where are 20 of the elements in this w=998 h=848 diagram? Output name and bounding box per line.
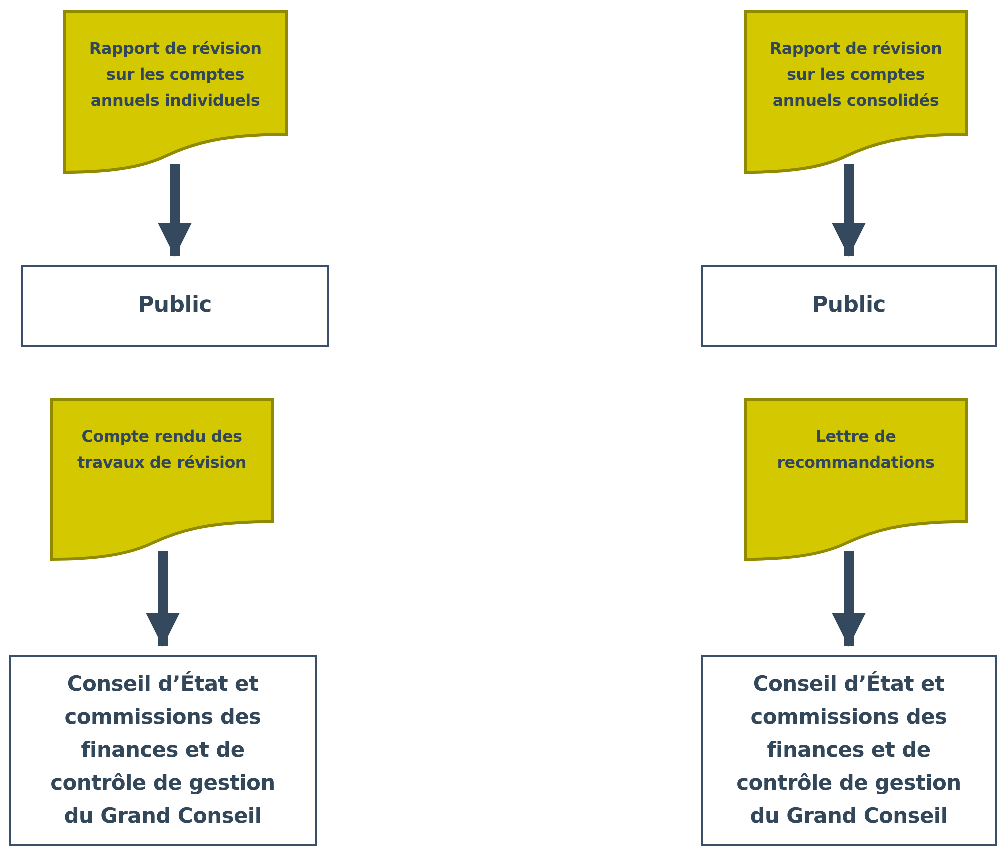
arrow (158, 164, 192, 257)
node-label: Rapport de révision sur les comptes annuels individuels (88, 38, 263, 112)
arrow (146, 551, 180, 647)
process-box (701, 655, 997, 846)
node-label: Conseil d’État et commissions des finances et de contrôle de gestion du Grand Conseil (50, 670, 276, 830)
document-shape (744, 10, 968, 174)
node-label: Public (138, 292, 212, 320)
process-box (21, 265, 329, 347)
node-label: Compte rendu des travaux de révision (76, 426, 248, 474)
process-box (701, 265, 997, 347)
node-label: Rapport de révision sur les comptes annuels consolidés (768, 38, 944, 112)
arrow (832, 551, 866, 647)
document-shape (50, 398, 274, 561)
document-shape (744, 398, 968, 561)
process-box (9, 655, 317, 846)
document-shape (63, 10, 288, 174)
arrow (832, 164, 866, 257)
node-label: Lettre de recommandations (776, 426, 936, 474)
node-label: Conseil d’État et commissions des finances et de contrôle de gestion du Grand Conseil (736, 670, 962, 830)
node-label: Public (812, 292, 886, 320)
